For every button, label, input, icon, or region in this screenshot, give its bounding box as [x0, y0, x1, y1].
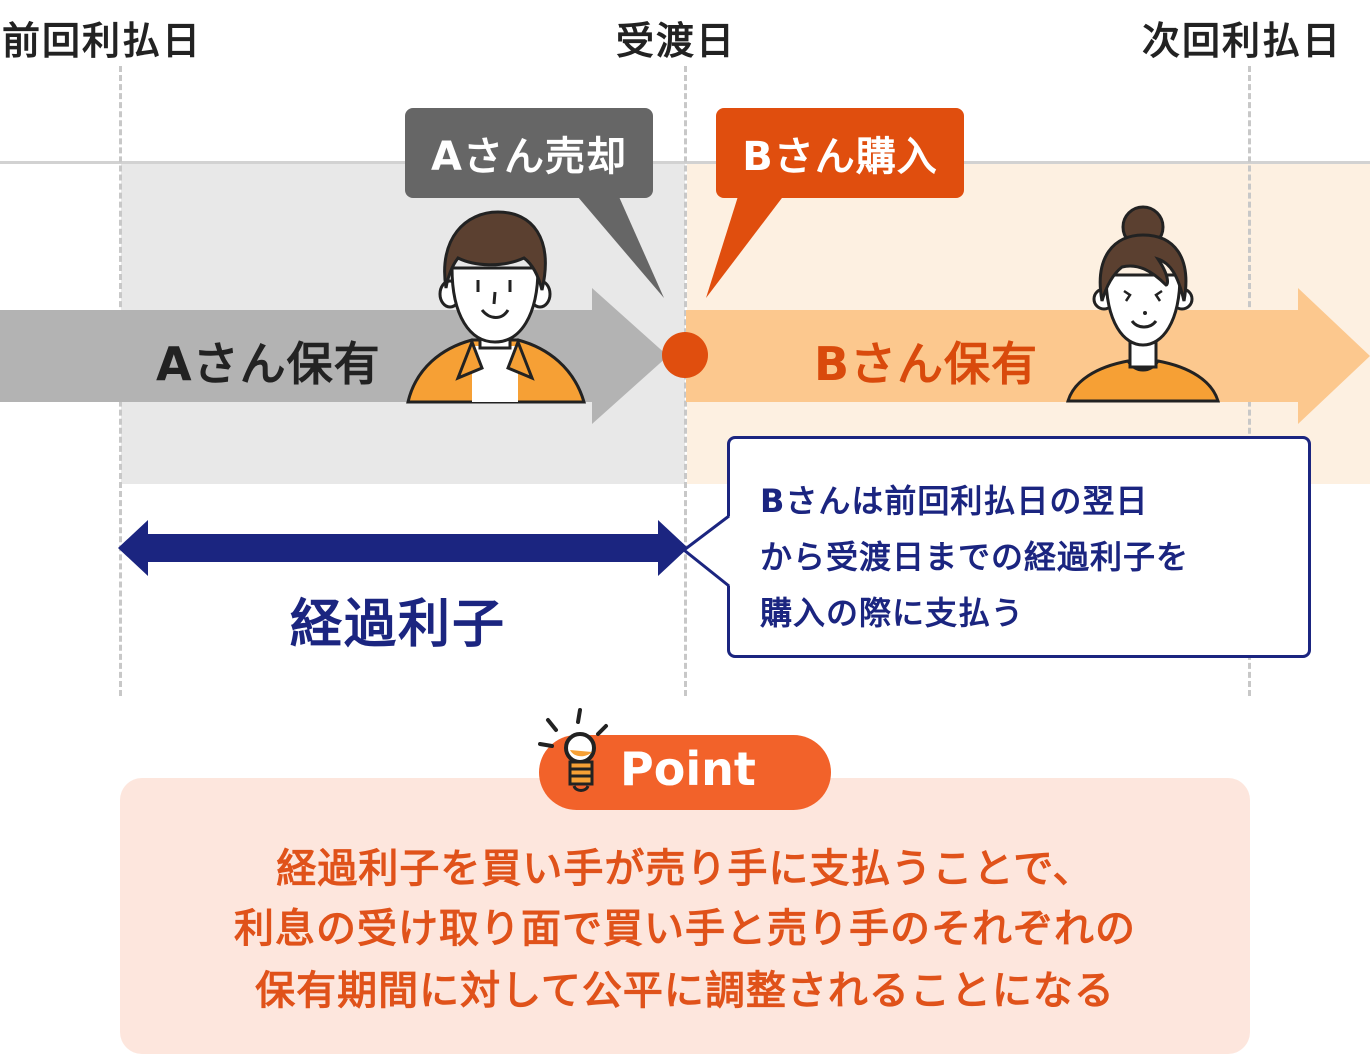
settlement-date-line	[684, 66, 687, 696]
accrued-interest-range-arrow-icon	[118, 520, 688, 576]
note-line-1: Bさんは前回利払日の翌日	[760, 482, 1149, 520]
seller-person-icon	[406, 210, 587, 404]
accrued-interest-label: 経過利子	[290, 595, 507, 655]
buyer-payment-note: Bさんは前回利払日の翌日 から受渡日までの経過利子を 購入の際に支払う	[727, 436, 1311, 658]
buyer-holding-label: Bさん保有	[814, 337, 1039, 391]
point-text-line-3: 保有期間に対して公平に調整されることになる	[255, 968, 1115, 1014]
buyer-purchase-bubble: Bさん購入	[716, 108, 964, 198]
seller-sold-bubble: Aさん売却	[405, 108, 653, 198]
settlement-point-marker	[662, 332, 708, 378]
point-text-line-2: 利息の受け取り面で買い手と売り手のそれぞれの	[234, 906, 1136, 952]
point-panel	[120, 778, 1250, 1054]
note-line-2: から受渡日までの経過利子を	[760, 538, 1190, 576]
point-badge-label: Point	[620, 742, 756, 796]
buyer-person-icon	[1066, 205, 1220, 403]
seller-holding-label: Aさん保有	[156, 337, 381, 391]
date-label-next-interest: 次回利払日	[1142, 19, 1343, 63]
seller-bubble-tail-icon	[572, 190, 664, 298]
date-label-settlement: 受渡日	[616, 19, 737, 63]
date-label-previous-interest: 前回利払日	[2, 19, 203, 63]
buyer-bubble-tail-icon	[706, 190, 788, 298]
note-pointer-icon	[682, 514, 730, 588]
lightbulb-icon	[538, 708, 608, 792]
point-text-line-1: 経過利子を買い手が売り手に支払うことで、	[276, 846, 1094, 892]
note-line-3: 購入の際に支払う	[760, 594, 1025, 632]
